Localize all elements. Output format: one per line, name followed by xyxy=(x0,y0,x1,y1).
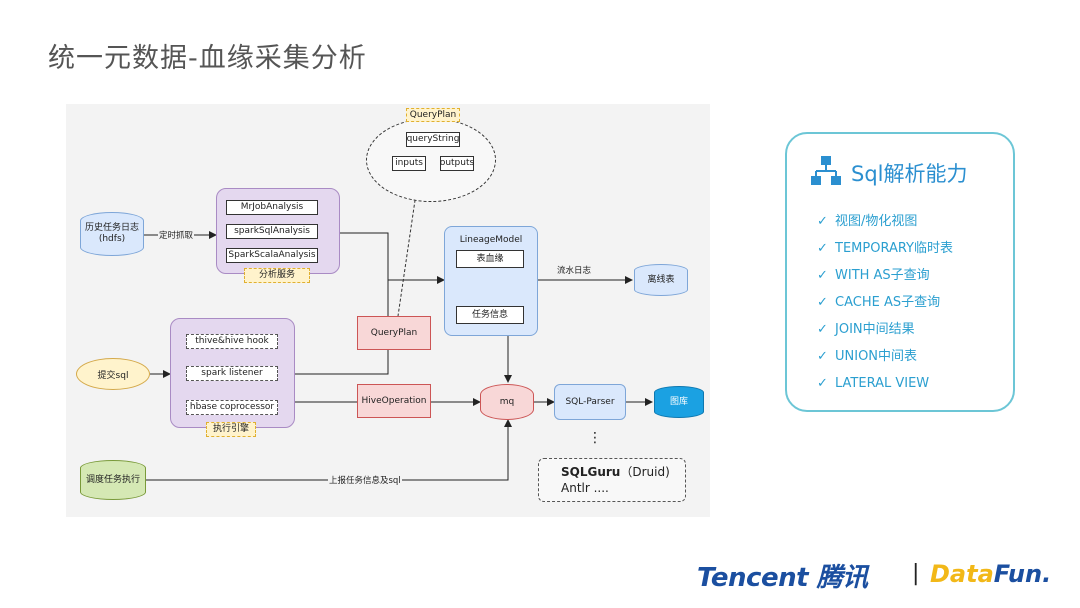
queryplan-box: QueryPlan xyxy=(357,316,431,350)
sqlguru-box: SQLGuru（Druid) Antlr .... xyxy=(538,458,686,502)
capability-list: ✓视图/物化视图 ✓TEMPORARY临时表 ✓WITH AS子查询 ✓CACH… xyxy=(817,208,953,397)
report-label: 上报任务信息及sql xyxy=(328,474,402,486)
exec-item-hbase: hbase coprocessor xyxy=(186,400,278,415)
vertical-dots: ⋮ xyxy=(588,430,602,446)
list-item: ✓JOIN中间结果 xyxy=(817,322,915,337)
sqlguru-bold: SQLGuru xyxy=(561,465,621,479)
graph-db: 图库 xyxy=(654,386,704,418)
list-item: ✓LATERAL VIEW xyxy=(817,376,930,391)
sql-parser-box: SQL-Parser xyxy=(554,384,626,420)
hierarchy-icon xyxy=(811,156,841,185)
list-item: ✓CACHE AS子查询 xyxy=(817,295,941,310)
lineage-diagram: QueryPlan queryString inputs outputs 历史任… xyxy=(66,104,710,517)
mq-node: mq xyxy=(480,384,534,420)
exec-item-hivehook: thive&hive hook xyxy=(186,334,278,349)
stream-log-label: 流水日志 xyxy=(556,264,593,276)
edge-queryplan-dashed xyxy=(397,179,419,317)
offline-table-db: 离线表 xyxy=(634,264,688,296)
logo-separator: | xyxy=(912,561,920,586)
history-log-db: 历史任务日志 (hdfs) xyxy=(80,212,144,256)
exec-item-sparklistener: spark listener xyxy=(186,366,278,381)
submit-sql-node: 提交sql xyxy=(76,358,150,390)
queryplan-ellipse xyxy=(366,118,496,202)
edge-analysis-lineage xyxy=(340,232,445,284)
edge-sched-mq xyxy=(146,419,512,481)
timed-fetch-label: 定时抓取 xyxy=(158,229,195,241)
sqlguru-line2: Antlr .... xyxy=(561,481,609,495)
table-lineage-box: 表血缘 xyxy=(456,250,524,268)
sqlguru-rest: （Druid) xyxy=(620,465,670,479)
edge-exec-lineage xyxy=(295,280,389,375)
list-item: ✓TEMPORARY临时表 xyxy=(817,241,953,256)
outputs-box: outputs xyxy=(440,156,474,171)
datafun-logo: DataFun. xyxy=(930,560,1052,588)
tencent-logo: Tencent 腾讯 xyxy=(697,563,868,593)
card-title: Sql解析能力 xyxy=(851,162,968,186)
page-title: 统一元数据-血缘采集分析 xyxy=(48,43,367,74)
analysis-item-mrjob: MrJobAnalysis xyxy=(226,200,318,215)
analysis-item-sparkscala: SparkScalaAnalysis xyxy=(226,248,318,263)
hive-operation-box: HiveOperation xyxy=(357,384,431,418)
sql-capability-card: Sql解析能力 ✓视图/物化视图 ✓TEMPORARY临时表 ✓WITH AS子… xyxy=(785,132,1015,412)
list-item: ✓视图/物化视图 xyxy=(817,214,918,229)
queryplan-tag: QueryPlan xyxy=(406,108,460,122)
analysis-service-tag: 分析服务 xyxy=(244,268,310,283)
list-item: ✓WITH AS子查询 xyxy=(817,268,930,283)
querystring-box: queryString xyxy=(406,132,460,147)
sched-task-db: 调度任务执行 xyxy=(80,460,146,500)
list-item: ✓UNION中间表 xyxy=(817,349,918,364)
task-info-box: 任务信息 xyxy=(456,306,524,324)
analysis-item-sparksql: sparkSqlAnalysis xyxy=(226,224,318,239)
exec-engine-tag: 执行引擎 xyxy=(206,422,256,437)
inputs-box: inputs xyxy=(392,156,426,171)
